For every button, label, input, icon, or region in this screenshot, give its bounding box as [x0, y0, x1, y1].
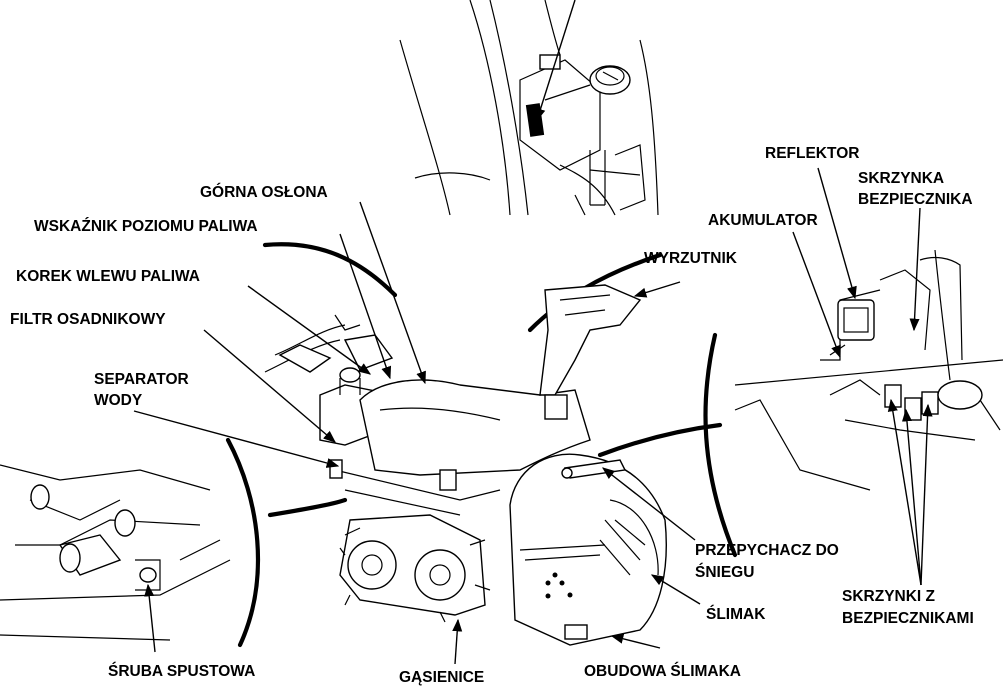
- label-obudowa-slimaka: OBUDOWA ŚLIMAKA: [584, 662, 741, 680]
- right-inset-connector: [600, 425, 720, 455]
- label-slimak: ŚLIMAK: [706, 605, 766, 623]
- left-detail-inset: [0, 440, 258, 645]
- label-reflektor: REFLEKTOR: [765, 145, 859, 162]
- label-gasienice: GĄSIENICE: [399, 669, 484, 686]
- label-skrzynki-line2: BEZPIECZNIKAMI: [842, 610, 974, 627]
- top-detail-inset: [400, 0, 658, 215]
- label-przepychacz-line2: ŚNIEGU: [695, 563, 754, 581]
- label-akumulator: AKUMULATOR: [708, 212, 818, 229]
- label-korek-wlewu-paliwa: KOREK WLEWU PALIWA: [16, 268, 200, 285]
- top-inset-connector: [265, 244, 395, 295]
- label-filtr-osadnikowy: FILTR OSADNIKOWY: [10, 311, 166, 328]
- label-skrzynki-line1: SKRZYNKI Z: [842, 588, 936, 605]
- snowblower-body: [265, 285, 666, 645]
- label-wskaznik-poziomu-paliwa: WSKAŹNIK POZIOMU PALIWA: [34, 218, 258, 235]
- label-przepychacz-line1: PRZEPYCHACZ DO: [695, 542, 839, 559]
- label-skrzynka-line1: SKRZYNKA: [858, 170, 944, 187]
- label-wyrzutnik: WYRZUTNIK: [644, 250, 738, 267]
- label-separator-line2: WODY: [94, 392, 143, 409]
- label-sruba-spustowa: ŚRUBA SPUSTOWA: [108, 662, 255, 680]
- label-skrzynka-line2: BEZPIECZNIKA: [858, 191, 973, 208]
- label-gorna-oslona: GÓRNA OSŁONA: [200, 183, 328, 201]
- label-separator-line1: SEPARATOR: [94, 371, 189, 388]
- left-inset-connector: [270, 500, 345, 515]
